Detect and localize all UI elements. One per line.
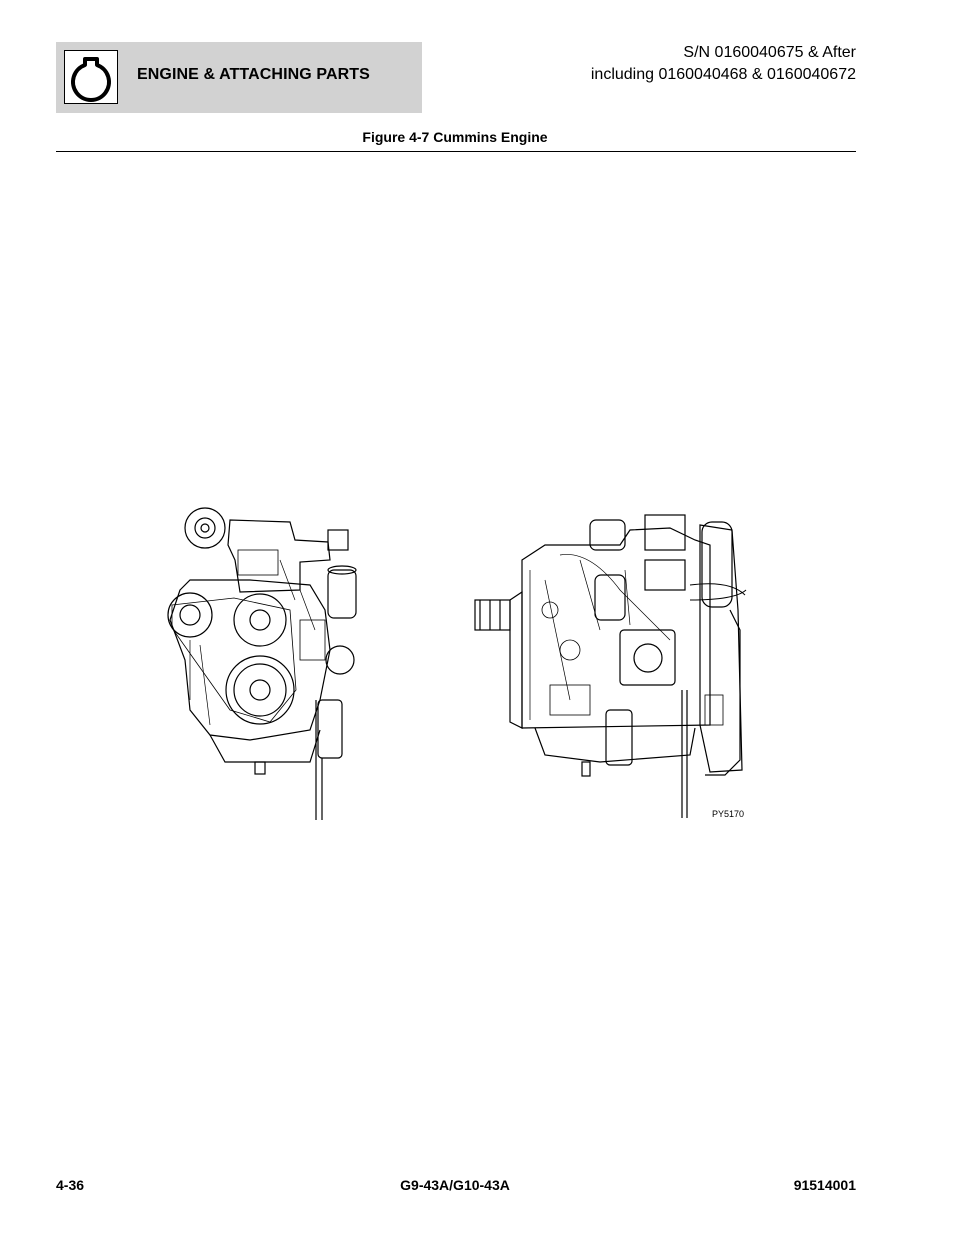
document-number: 91514001 [793, 1177, 856, 1193]
model-number: G9-43A/G10-43A [400, 1177, 510, 1193]
engine-illustration [150, 500, 770, 830]
serial-number-range: S/N 0160040675 & After including 0160040… [591, 42, 856, 86]
serial-line-1: S/N 0160040675 & After [683, 44, 856, 61]
side-view-engine-illustration [474, 514, 747, 818]
section-header-box: ENGINE & ATTACHING PARTS [56, 42, 422, 113]
header-rule [56, 151, 856, 152]
figure-code: PY5170 [712, 809, 745, 819]
front-view-engine-illustration [167, 507, 357, 820]
engine-gasket-icon [64, 50, 118, 104]
serial-line-2: including 0160040468 & 0160040672 [590, 66, 856, 83]
section-title: ENGINE & ATTACHING PARTS [137, 66, 370, 83]
page-number: 4-36 [56, 1177, 85, 1193]
figure-title: Figure 4-7 Cummins Engine [362, 129, 548, 145]
